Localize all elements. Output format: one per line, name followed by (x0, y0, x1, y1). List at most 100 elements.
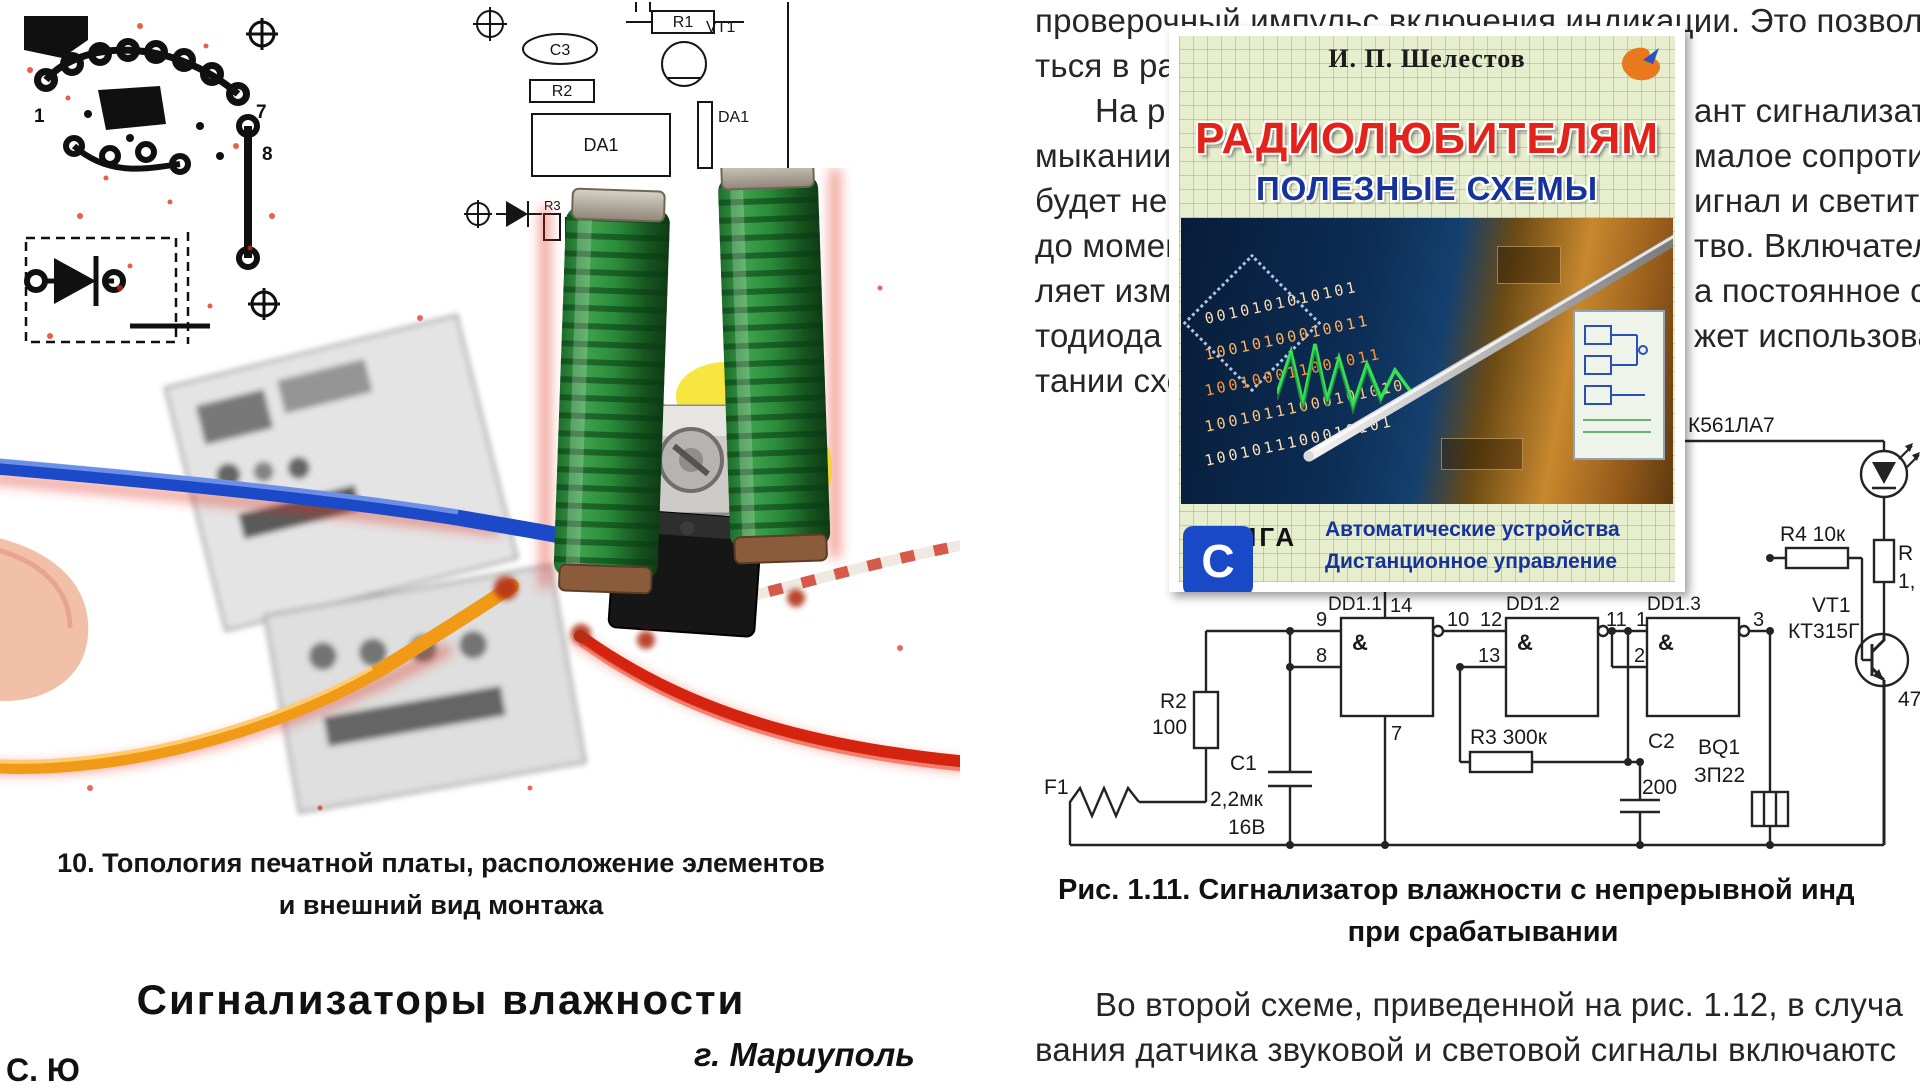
label-edge-value1: 1, (1898, 570, 1916, 593)
cover-subtitle-1: Автоматические устройства (1325, 518, 1620, 541)
pin-7: 7 (1391, 723, 1402, 745)
diode-icon (506, 201, 528, 227)
vt1-outline (661, 41, 707, 87)
book-title-2: ПОЛЕЗНЫЕ СХЕМЫ (1255, 170, 1599, 207)
text-fragment: а постоянное све (1694, 272, 1920, 309)
figure-10-caption-line1: 10. Топология печатной платы, расположен… (57, 848, 825, 878)
waveform-graphic (1277, 343, 1413, 416)
book-cover-inner: И. П. Шелестов РАДИОЛЮБИТЕЛЯМ ПОЛЕЗНЫЕ С… (1179, 36, 1675, 582)
scan-artifacts-red (27, 23, 275, 339)
pcb-pin-1: 1 (34, 106, 45, 127)
gate1-label: DD1.1 (1328, 594, 1382, 615)
book-author: И. П. Шелестов (1328, 44, 1526, 73)
solon-logo-icon (1622, 47, 1661, 81)
text-fragment: тво. Включатель (1694, 227, 1920, 264)
gate3-label: DD1.3 (1647, 594, 1701, 615)
label-c3: C3 (550, 42, 571, 59)
and-symbol: & (1658, 630, 1674, 655)
text-line: до момен тво. Включатель (1035, 227, 1920, 265)
label-r2-value: 100 (1152, 716, 1187, 739)
text-line: будет не игнал и светиться (1035, 182, 1920, 220)
pin-3: 3 (1753, 609, 1764, 631)
cover-chip-graphic (1441, 438, 1523, 470)
cover-chip-graphic (1497, 246, 1561, 284)
pin-13: 13 (1478, 645, 1500, 667)
text-line: вания датчика звуковой и световой сигнал… (1035, 1031, 1920, 1069)
label-bq1-type: ЗП22 (1694, 764, 1745, 787)
pin-10: 10 (1447, 609, 1469, 631)
figure-11-caption-line2: при срабатывании (1347, 916, 1619, 948)
pin-11: 11 (1606, 609, 1627, 631)
text-fragment: На р (1095, 92, 1166, 129)
c2-capacitor (1620, 762, 1660, 845)
text-line: мыкании малое сопротивле (1035, 137, 1920, 175)
edge-resistor (1872, 538, 1896, 584)
text-line: На р ант сигнализатор (1035, 92, 1920, 130)
label-r4: R4 10к (1780, 523, 1846, 546)
text-fragment: тодиода (1035, 317, 1162, 354)
pcb-traces (24, 16, 280, 344)
gate2-label: DD1.2 (1506, 594, 1560, 615)
schematic-junctions (1286, 443, 1920, 849)
schematic-wires (1068, 439, 1920, 847)
pin-12: 12 (1480, 609, 1502, 631)
blue-wire (0, 458, 580, 546)
schematic-fig-1-11: К561ЛА7 DD1.1 DD1.2 DD1.3 & & & 9 8 10 1… (1044, 414, 1920, 849)
solder-joints (494, 576, 805, 649)
text-fragment: ант сигнализатор (1694, 92, 1920, 129)
text-fragment: ться в ра (1035, 47, 1177, 84)
pin-8: 8 (1316, 645, 1327, 667)
label-edge-value2: 47 (1898, 688, 1920, 711)
da1-side-outline (697, 101, 713, 169)
text-line: Во второй схеме, приведенной на рис. 1.1… (1035, 986, 1920, 1024)
label-c1-value: 2,2мк (1210, 788, 1264, 811)
mount-hole-icon (464, 7, 507, 228)
author-city: г. Мариуполь (694, 1036, 915, 1073)
finger (0, 538, 89, 701)
book-cover-art: 0010101010101 10010100010011 10010001100… (1181, 218, 1673, 504)
f1-sensor (1068, 784, 1140, 845)
gate-dd1-1 (1339, 616, 1435, 718)
text-fragment: тании схе (1035, 362, 1186, 399)
bq1-buzzer (1750, 790, 1790, 828)
label-vt1: VT1 (1812, 594, 1851, 617)
pcb-topology-drawing: 1 7 8 (24, 16, 280, 344)
stylus-graphic (1303, 234, 1673, 462)
pcb-pin-8: 8 (262, 144, 273, 165)
pin-9: 9 (1316, 609, 1327, 631)
pin-14: 14 (1390, 595, 1412, 617)
figure-11-caption-line1: Рис. 1.11. Сигнализатор влажности с непр… (1058, 874, 1855, 906)
background-pcb-photo (163, 313, 587, 815)
label-c2: С2 (1648, 730, 1675, 753)
orange-wire (0, 579, 519, 774)
mini-schematic-card (1573, 310, 1665, 460)
scan-artifacts-red (87, 245, 903, 811)
and-symbol: & (1517, 630, 1533, 655)
book-title: РАДИОЛЮБИТЕЛЯМ (1195, 114, 1659, 163)
c3-outline (522, 33, 598, 65)
text-fragment: игнал и светиться (1694, 182, 1920, 219)
text-line: тании схе (1035, 362, 1920, 400)
label-r1: R1 (673, 14, 694, 31)
text-fragment: малое сопротивле (1694, 137, 1920, 174)
text-fragment: до момен (1035, 227, 1184, 264)
text-fragment: вания датчика звуковой и световой сигнал… (1035, 1031, 1897, 1068)
label-r3: R3 300к (1470, 726, 1548, 749)
book-cover: И. П. Шелестов РАДИОЛЮБИТЕЛЯМ ПОЛЕЗНЫЕ С… (1169, 26, 1685, 592)
label-f1: F1 (1044, 776, 1069, 799)
da1-outline (531, 113, 671, 177)
ic-type-label: К561ЛА7 (1688, 414, 1775, 437)
publisher-letter: С (1201, 535, 1235, 587)
label-c1-voltage: 16В (1228, 816, 1265, 839)
label-edge-r: R (1898, 542, 1913, 565)
label-c1: С1 (1230, 752, 1257, 775)
label-vt1: VT1 (706, 19, 735, 36)
pcb-pin-7: 7 (256, 102, 267, 123)
text-fragment: жет использовать (1694, 317, 1920, 354)
label-c2-value: 200 (1642, 776, 1677, 799)
text-line: тодиода жет использовать (1035, 317, 1920, 355)
publisher-logo: С (1183, 526, 1253, 592)
mount-hole-icon (246, 18, 280, 320)
section-heading: Сигнализаторы влажности (136, 976, 746, 1023)
and-symbol: & (1352, 630, 1368, 655)
